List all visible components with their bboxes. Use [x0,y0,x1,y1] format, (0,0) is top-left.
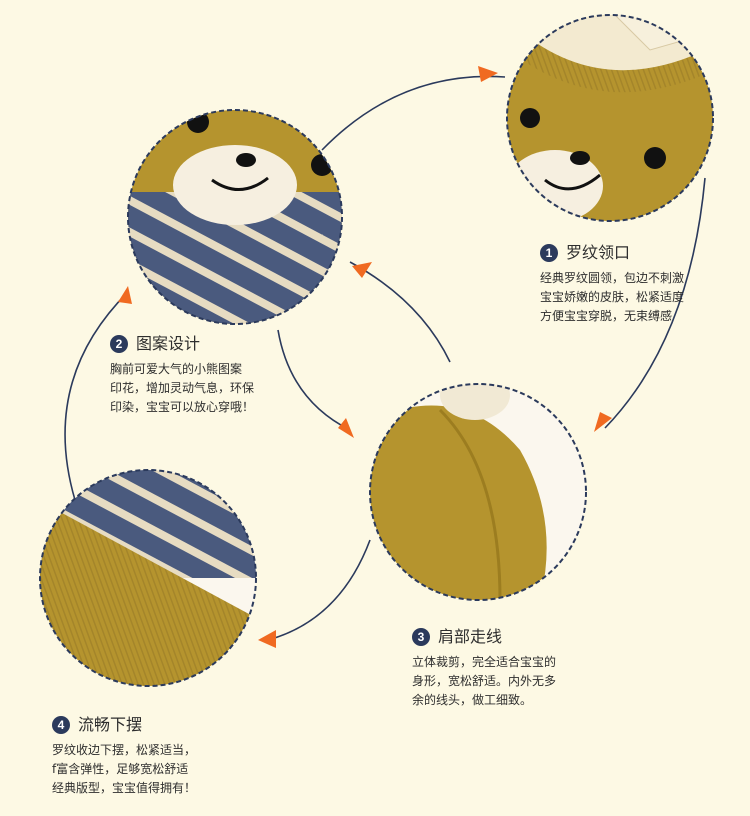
feature-number-badge: 1 [540,244,558,262]
feature-title: 罗纹领口 [566,243,631,262]
feature-description: 经典罗纹圆领，包边不刺激 宝宝娇嫩的皮肤，松紧适度 方便宝宝穿脱，无束缚感 [540,271,685,323]
orange-arrowhead-icon [478,66,498,82]
feature-number-badge: 4 [52,716,70,734]
feature-title: 流畅下摆 [78,715,143,734]
arrowheads [118,66,612,648]
feature-description: 罗纹收边下摆，松紧适当， f富含弹性，足够宽松舒适 经典版型，宝宝值得拥有！ [52,743,197,795]
feature-number-badge: 2 [110,335,128,353]
feature-number-badge: 3 [412,628,430,646]
feature-title: 图案设计 [136,334,201,353]
orange-arrowhead-icon [352,262,372,278]
arc-left [64,291,129,501]
feature-description: 立体裁剪，完全适合宝宝的 身形，宽松舒适。内外无多 余的线头，做工细致。 [412,655,557,707]
orange-arrowhead-icon [118,286,132,304]
detail-pattern-photo [127,109,343,325]
feature-collar: 1 罗纹领口 经典罗纹圆领，包边不刺激 宝宝娇嫩的皮肤，松紧适度 方便宝宝穿脱，… [540,243,740,326]
detail-collar-photo [506,14,714,222]
orange-arrowhead-icon [338,418,354,438]
detail-hem-photo [39,469,257,687]
arc-right [604,177,706,429]
arc-center-right [349,261,451,363]
feature-description: 胸前可爱大气的小熊图案 印花，增加灵动气息，环保 印染，宝宝可以放心穿哦！ [110,362,255,414]
orange-arrowhead-icon [258,630,276,648]
detail-shoulder-photo [369,383,587,601]
feature-hem: 4 流畅下摆 罗纹收边下摆，松紧适当， f富含弹性，足够宽松舒适 经典版型，宝宝… [52,715,252,798]
feature-title: 肩部走线 [438,627,503,646]
feature-pattern: 2 图案设计 胸前可爱大气的小熊图案 印花，增加灵动气息，环保 印染，宝宝可以放… [110,334,300,417]
feature-shoulder: 3 肩部走线 立体裁剪，完全适合宝宝的 身形，宽松舒适。内外无多 余的线头，做工… [412,627,612,710]
arc-bottom [267,539,371,641]
arc-center-left [277,329,351,431]
orange-arrowhead-icon [594,412,612,432]
arc-top [321,75,506,151]
